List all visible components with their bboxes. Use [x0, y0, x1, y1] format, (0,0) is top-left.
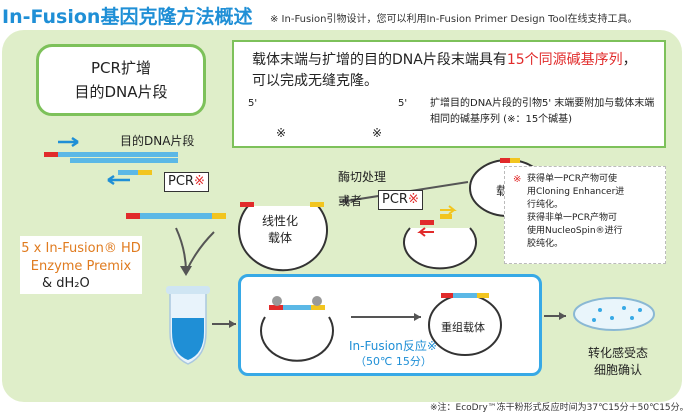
merge-arrow-icon	[175, 227, 215, 273]
premix-line2: Enzyme Premix	[30, 259, 132, 274]
linearized-vector-ring	[238, 205, 328, 272]
recombinant-label: 重组载体	[441, 321, 485, 334]
homology-main-text: 载体末端与扩增的目的DNA片段末端具有15个同源碱基序列， 可以完成无缝克隆。	[252, 50, 662, 92]
linear-vector-red-end	[240, 202, 254, 207]
tube-cap	[166, 286, 210, 294]
pcr-tag-left: PCR※	[164, 172, 209, 192]
pcr-vector-yellow	[440, 214, 452, 219]
linear-vector-line2: 载体	[268, 231, 293, 245]
primer-description: 扩增目的DNA片段的引物5' 末端要附加与载体末端相同的碱基序列 (※：15个碱…	[430, 98, 655, 125]
pcr-box-line2: 目的DNA片段	[74, 83, 168, 101]
digest-arrowhead-icon	[340, 196, 349, 204]
premix-line1: 5 x In-Fusion® HD	[21, 241, 141, 256]
mark-right: ※	[372, 126, 383, 140]
purification-line-5: 使用NucleoSpin®进行	[527, 226, 623, 236]
reaction-open-vector	[260, 316, 334, 362]
purification-line-1: 获得单一PCR产物可使	[527, 174, 617, 184]
mark-left: ※	[276, 126, 287, 140]
homology-prefix: 载体末端与扩增的目的DNA片段末端具有	[252, 52, 507, 68]
pcr-tag-middle: PCR※	[378, 190, 423, 210]
primer-top-red	[44, 152, 58, 157]
reaction-insert-yellow	[311, 305, 325, 310]
purification-line-4: 获得非单一PCR产物可	[527, 213, 617, 223]
homology-info-box: 载体末端与扩增的目的DNA片段末端具有15个同源碱基序列， 可以完成无缝克隆。 …	[232, 40, 666, 148]
purification-line-2: 用Cloning Enhancer进	[527, 187, 625, 197]
primer-arrow-bottom-icon	[107, 174, 130, 186]
purification-line-6: 胶纯化。	[527, 239, 564, 249]
transform-line2: 细胞确认	[594, 363, 643, 377]
purification-line-3: 行纯化。	[527, 200, 564, 210]
five-prime-right: 5'	[398, 98, 408, 109]
primer-design-note: ※ In-Fusion引物设计，您可以利用In-Fusion Primer De…	[270, 14, 638, 25]
pcr-vector-arrow-yellow-icon	[440, 205, 457, 215]
tube-to-reaction-arrowhead-icon	[229, 320, 236, 328]
pcr-tag-middle-text: PCR	[382, 192, 408, 207]
pcr-tag-left-mark: ※	[193, 174, 205, 189]
pcr-tag-left-text: PCR	[168, 174, 194, 189]
linear-vector-line1: 线性化	[262, 214, 299, 228]
pcr-vector-ring	[403, 227, 477, 270]
merge-arrowhead-icon	[180, 266, 192, 276]
linear-vector-label: 线性化 载体	[262, 212, 298, 246]
premix-water: & dH₂O	[42, 276, 90, 291]
template-strand-top	[58, 152, 178, 157]
homology-highlight: 15个同源碱基序列	[506, 52, 623, 68]
transform-label: 转化感受态 细胞确认	[588, 344, 648, 378]
vector-yellow-site	[510, 158, 520, 163]
product-red-end	[126, 213, 140, 219]
recombinant-blue	[453, 293, 477, 298]
reaction-box: In-Fusion反应※ （50℃ 15分） 重组载体	[238, 274, 542, 376]
recombinant-red	[441, 293, 453, 298]
target-dna-label: 目的DNA片段	[120, 134, 195, 148]
or-label: 或者	[338, 194, 363, 208]
digest-label: 酶切处理	[338, 170, 387, 184]
reaction-condition: （50℃ 15分）	[355, 355, 432, 368]
purification-note-box: ※ 获得单一PCR产物可使 用Cloning Enhancer进 行纯化。 获得…	[504, 166, 666, 264]
pcr-vector-red	[420, 220, 434, 225]
tube-liquid	[172, 318, 204, 360]
recombinant-yellow	[477, 293, 489, 298]
primer-arrow-top-icon	[58, 136, 79, 148]
five-prime-left: 5'	[248, 98, 258, 109]
reaction-insert-red	[269, 305, 283, 310]
enzyme-right-icon	[312, 296, 322, 306]
primer-bottom-blue	[118, 170, 138, 175]
linear-vector-yellow-end	[310, 202, 324, 207]
reaction-insert-blue	[283, 305, 311, 310]
product-blue-body	[140, 213, 212, 219]
pcr-box-line1: PCR扩增	[91, 59, 151, 77]
pcr-tag-middle-mark: ※	[407, 192, 419, 207]
premix-box: 5 x In-Fusion® HD Enzyme Premix	[20, 236, 142, 294]
template-strand-bottom	[70, 158, 178, 163]
reaction-graphics	[260, 293, 502, 362]
footnote: ※注：EcoDry™冻干粉形式反应时间为37℃15分＋50℃15分。	[430, 403, 684, 413]
purification-note-mark: ※	[513, 174, 522, 185]
transform-line1: 转化感受态	[588, 346, 649, 360]
pcr-target-box: PCR扩增 目的DNA片段	[36, 44, 206, 116]
primer-bottom-yellow	[138, 170, 152, 175]
vector-red-site	[500, 158, 510, 163]
reaction-arrowhead-icon	[414, 313, 421, 321]
pcr-vector-arrow-red-icon	[417, 227, 434, 237]
page-title: In-Fusion基因克隆方法概述	[2, 6, 253, 28]
homology-suffix: ，	[622, 52, 637, 68]
homology-line2: 可以完成无缝克隆。	[252, 73, 378, 89]
reaction-label: In-Fusion反应※	[349, 339, 437, 353]
product-yellow-end	[212, 213, 226, 219]
enzyme-left-icon	[272, 296, 282, 306]
